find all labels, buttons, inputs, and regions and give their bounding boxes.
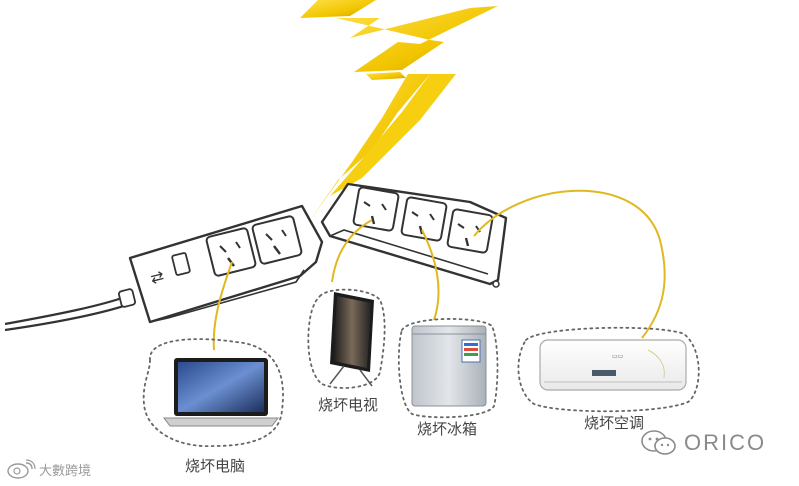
appliance-wires [212, 189, 666, 351]
ac-label: 烧坏空调 [584, 414, 645, 432]
wechat-icon [641, 430, 676, 455]
tv-appliance [307, 288, 386, 389]
lightning-bolt-icon [300, 0, 498, 220]
svg-text:⇄: ⇄ [148, 266, 166, 288]
laptop-label: 烧坏电脑 [185, 457, 246, 475]
brand-name: ORICO [684, 430, 767, 455]
svg-text:▭▭: ▭▭ [612, 353, 623, 360]
power-strip-left: ⇄ [128, 204, 324, 324]
fridge-label: 烧坏冰箱 [417, 420, 478, 438]
laptop-appliance [142, 338, 284, 447]
watermark-text: 大數跨境 [39, 463, 92, 479]
tv-label: 烧坏电视 [318, 396, 379, 414]
weibo-icon [7, 459, 36, 479]
power-cord [4, 288, 136, 332]
watermark: 大數跨境 [6, 458, 91, 480]
fridge-appliance [397, 318, 499, 419]
ac-appliance: ▭▭ [517, 326, 700, 413]
power-strip-right [320, 182, 508, 288]
brand-logo: ORICO [640, 428, 766, 458]
